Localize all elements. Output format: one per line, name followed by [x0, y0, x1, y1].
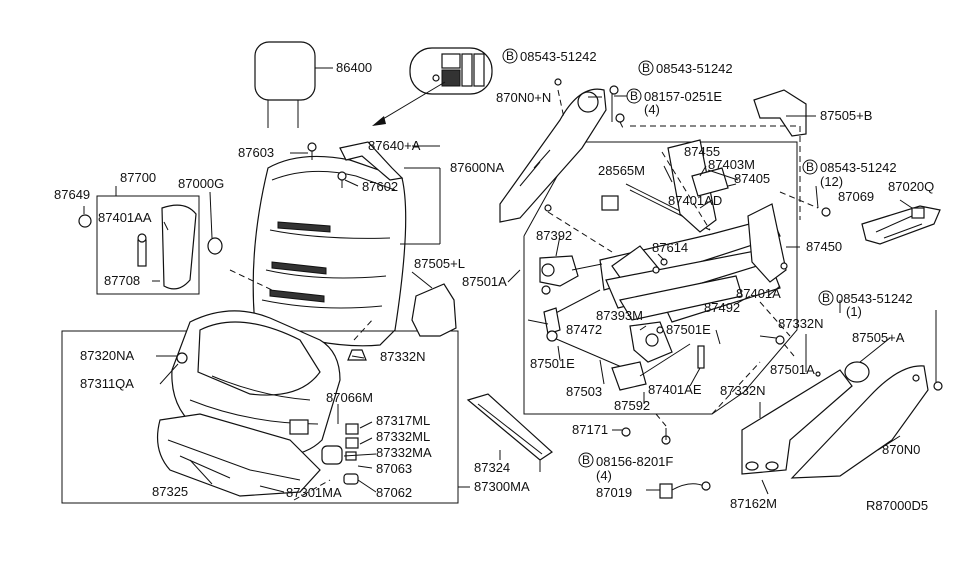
assembly-dashes — [229, 89, 819, 501]
label-87332N-3: 87332N — [720, 383, 766, 398]
marker-b2: B — [642, 61, 650, 75]
bolt-marker-b5 — [818, 290, 834, 306]
label-87320NA: 87320NA — [80, 348, 135, 363]
label-87503: 87503 — [566, 384, 602, 399]
label-87063: 87063 — [376, 461, 412, 476]
trim-87324 — [466, 393, 553, 472]
bolts — [307, 113, 821, 445]
label-87640A: 87640+A — [368, 138, 421, 153]
connector-87019 — [659, 481, 711, 499]
label-87401AD: 87401AD — [668, 193, 722, 208]
bolt-marker-b4 — [802, 159, 818, 175]
marker-b4: B — [806, 160, 814, 174]
label-87066M: 87066M — [326, 390, 373, 405]
label-87392: 87392 — [536, 228, 572, 243]
label-87505A: 87505+A — [852, 330, 905, 345]
label-b3: 08157-0251E — [644, 89, 722, 104]
cover-87505B — [753, 89, 807, 137]
label-87300MA: 87300MA — [474, 479, 530, 494]
label-87505L: 87505+L — [414, 256, 465, 271]
label-87450: 87450 — [806, 239, 842, 254]
bolt-marker-b3 — [626, 88, 642, 104]
label-b3-qty: (4) — [644, 102, 660, 117]
label-b6: 08156-8201F — [596, 454, 673, 469]
label-87649: 87649 — [54, 187, 90, 202]
label-b4-qty: (12) — [820, 174, 843, 189]
label-87501E-1: 87501E — [666, 322, 711, 337]
label-28565M: 28565M — [598, 163, 645, 178]
side-shields — [741, 361, 943, 479]
label-870N0: 870N0 — [882, 442, 920, 457]
label-87069: 87069 — [838, 189, 874, 204]
label-87455: 87455 — [684, 144, 720, 159]
marker-b6: B — [582, 453, 590, 467]
cover-87505L — [411, 283, 457, 337]
marker-b3: B — [630, 89, 638, 103]
label-87501E-2: 87501E — [530, 356, 575, 371]
label-87492: 87492 — [704, 300, 740, 315]
label-87405: 87405 — [734, 171, 770, 186]
label-87324: 87324 — [474, 460, 510, 475]
label-87062: 87062 — [376, 485, 412, 500]
label-87700: 87700 — [120, 170, 156, 185]
label-86400: 86400 — [336, 60, 372, 75]
label-87332ML: 87332ML — [376, 429, 430, 444]
label-87472: 87472 — [566, 322, 602, 337]
label-87019: 87019 — [596, 485, 632, 500]
marker-b5: B — [822, 291, 830, 305]
label-b5: 08543-51242 — [836, 291, 913, 306]
label-b1: 08543-51242 — [520, 49, 597, 64]
headrest-86400 — [254, 41, 333, 128]
label-87301MA: 87301MA — [286, 485, 342, 500]
label-87403M: 87403M — [708, 157, 755, 172]
armrest-box — [78, 195, 223, 295]
part-labels: 86400 B 08543-51242 B 08543-51242 870N0+… — [54, 48, 934, 513]
label-87020Q: 87020Q — [888, 179, 934, 194]
harness-87020Q — [821, 205, 941, 245]
label-b5-qty: (1) — [846, 304, 862, 319]
recliner-arm-870N0N — [499, 78, 619, 223]
bolt-marker-b2 — [638, 60, 654, 76]
label-87401A: 87401A — [736, 286, 781, 301]
label-87501A-2: 87501A — [770, 362, 815, 377]
label-87501A-1: 87501A — [462, 274, 507, 289]
label-87600NA: 87600NA — [450, 160, 505, 175]
label-87317ML: 87317ML — [376, 413, 430, 428]
seat-cushion — [61, 310, 459, 504]
label-87332MA: 87332MA — [376, 445, 432, 460]
label-87162M: 87162M — [730, 496, 777, 511]
label-87614: 87614 — [652, 240, 688, 255]
label-b4: 08543-51242 — [820, 160, 897, 175]
label-87602: 87602 — [362, 179, 398, 194]
label-b2: 08543-51242 — [656, 61, 733, 76]
bolt-marker-b6 — [578, 452, 594, 468]
label-87401AA: 87401AA — [98, 210, 152, 225]
label-87325: 87325 — [152, 484, 188, 499]
seat-back-87600NA — [252, 141, 441, 347]
label-87505B: 87505+B — [820, 108, 872, 123]
label-87603: 87603 — [238, 145, 274, 160]
label-87000G: 87000G — [178, 176, 224, 191]
diagram-id: R87000D5 — [866, 498, 928, 513]
marker-b1: B — [506, 49, 514, 63]
label-87708: 87708 — [104, 273, 140, 288]
label-87311QA: 87311QA — [80, 376, 134, 391]
label-87592: 87592 — [614, 398, 650, 413]
label-card — [372, 47, 493, 126]
leader-lines — [83, 95, 937, 495]
label-b6-qty: (4) — [596, 468, 612, 483]
label-87171: 87171 — [572, 422, 608, 437]
bolt-marker-b1 — [502, 48, 518, 64]
label-87401AE: 87401AE — [648, 382, 702, 397]
recliner-frame-box — [523, 139, 798, 415]
label-87332N-2: 87332N — [380, 349, 426, 364]
label-870N0N: 870N0+N — [496, 90, 551, 105]
label-87393M: 87393M — [596, 308, 643, 323]
label-87332N-1: 87332N — [778, 316, 824, 331]
